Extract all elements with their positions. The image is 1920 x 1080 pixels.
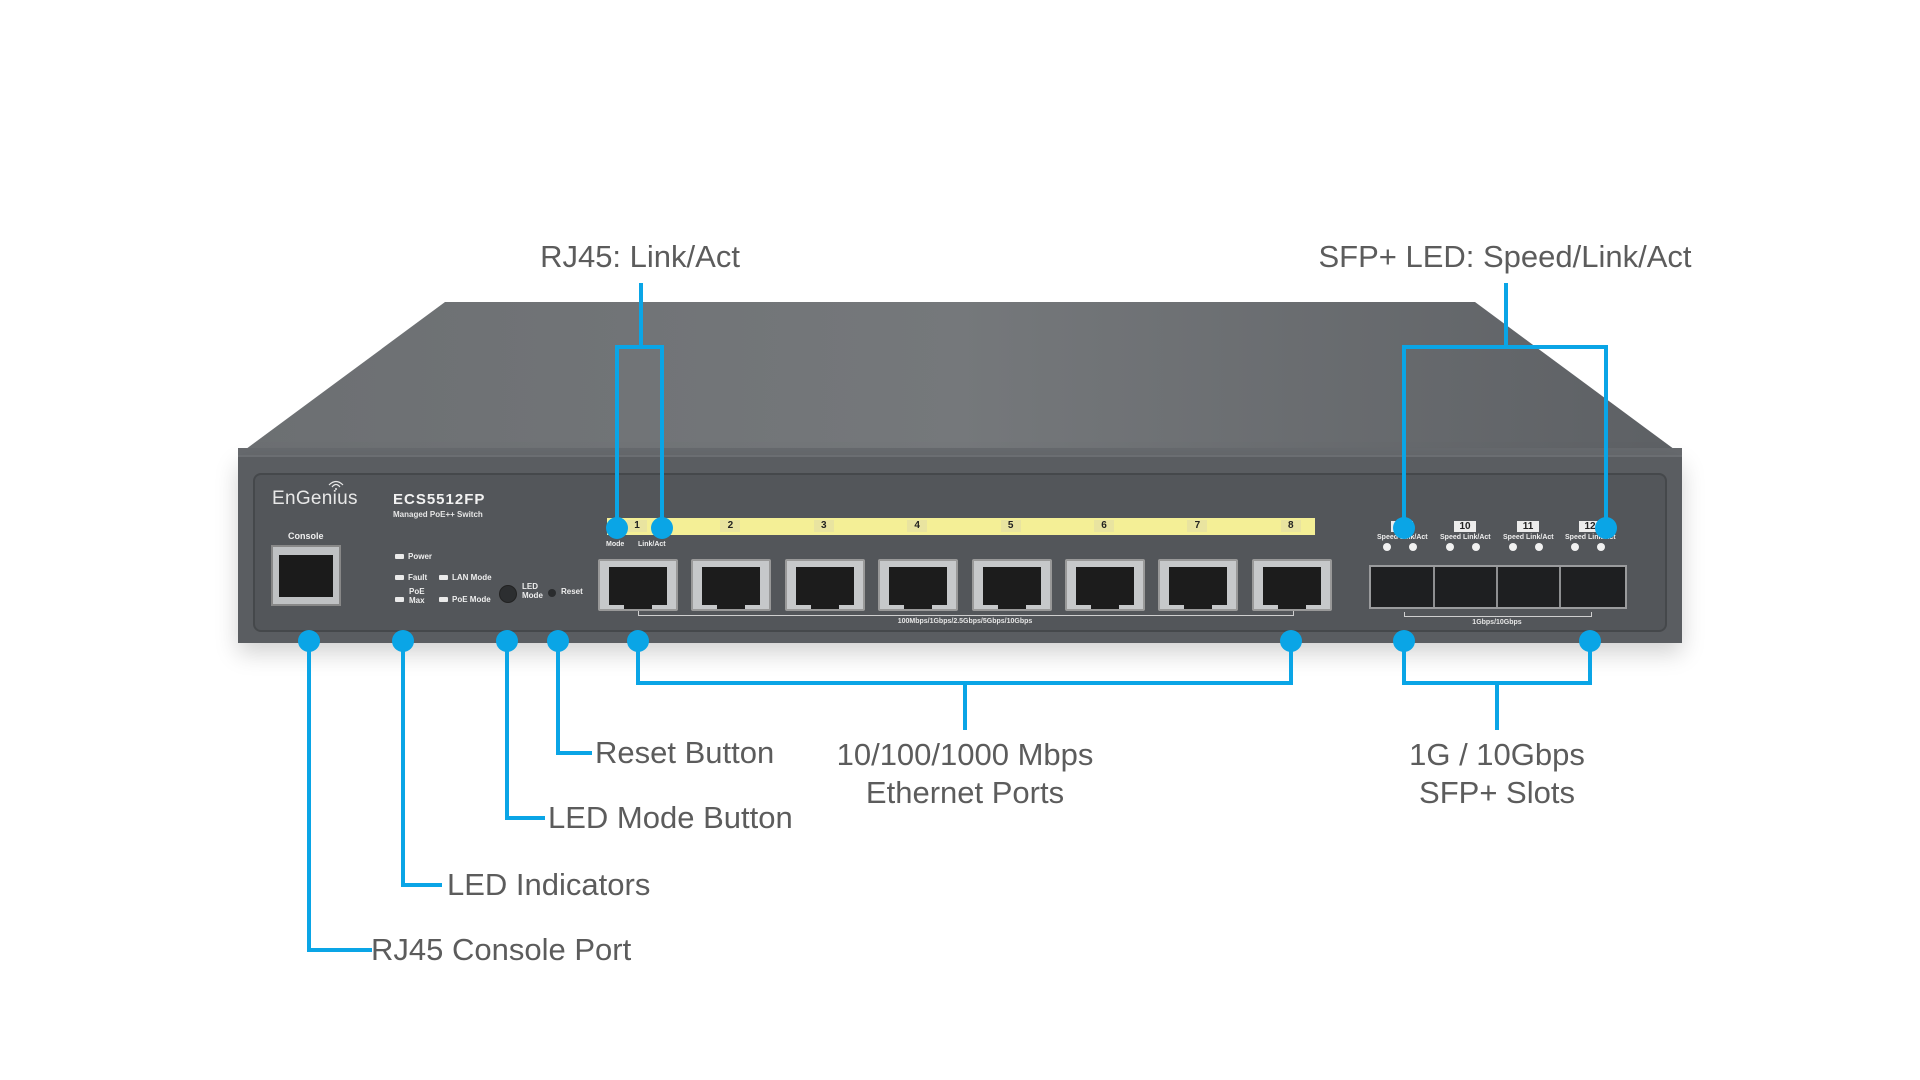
fault-led-label: Fault (408, 573, 428, 582)
sfp-port-number: 11 (1517, 521, 1539, 532)
ethernet-port-1[interactable] (598, 559, 678, 611)
callout-ethernet-line2: Ethernet Ports (865, 775, 1065, 810)
sfp-speed-led-label: Speed (1565, 534, 1587, 541)
sfp-link-act-led-label: Link/Act (1526, 534, 1554, 541)
rj45-link-act-led-label: Link/Act (638, 541, 666, 548)
lan-mode-led-label: LAN Mode (452, 573, 492, 582)
ethernet-port-number: 4 (907, 520, 928, 532)
poe-max-label-1: PoE (409, 587, 425, 596)
ethernet-port-2[interactable] (691, 559, 772, 611)
sfp-slot[interactable] (1498, 567, 1561, 607)
ethernet-port-7[interactable] (1158, 559, 1239, 611)
sfp-slot[interactable] (1435, 567, 1498, 607)
poe-port-strip (607, 518, 1315, 535)
ethernet-port-8[interactable] (1251, 559, 1332, 611)
ethernet-speed-label: 100Mbps/1Gbps/2.5Gbps/5Gbps/10Gbps (893, 618, 1037, 625)
led-mode-button[interactable] (499, 585, 517, 603)
ethernet-port-3[interactable] (784, 559, 865, 611)
ethernet-port-number: 5 (1000, 520, 1021, 532)
rj45-mode-led-label: Mode (606, 541, 625, 548)
brand-logo: EnGenius (272, 488, 358, 509)
ethernet-port-4[interactable] (878, 559, 959, 611)
sfp-link-act-led-label: Link/Act (1400, 534, 1428, 541)
callout-reset-button: Reset Button (595, 735, 775, 770)
poe-mode-led-label: PoE Mode (452, 595, 491, 604)
callout-console-port: RJ45 Console Port (371, 932, 632, 967)
poe-max-label-2: Max (409, 596, 425, 605)
ethernet-port-number: 8 (1280, 520, 1301, 532)
wifi-icon (328, 480, 344, 490)
sfp-speed-led-label: Speed (1440, 534, 1462, 541)
sfp-speed-led-label: Speed (1377, 534, 1399, 541)
callout-ethernet-line1: 10/100/1000 Mbps (836, 737, 1094, 772)
callout-sfp-led: SFP+ LED: Speed/Link/Act (1318, 239, 1692, 274)
sfp-speed-label: 1Gbps/10Gbps (1468, 619, 1526, 626)
callout-led-mode-button: LED Mode Button (548, 800, 793, 835)
sfp-speed-bracket (1404, 612, 1592, 617)
sfp-cage (1369, 565, 1627, 609)
power-led-label: Power (408, 552, 433, 561)
reset-button[interactable] (548, 589, 556, 597)
ethernet-port-number: 7 (1187, 520, 1208, 532)
callout-led-indicators: LED Indicators (447, 867, 651, 902)
console-label: Console (288, 531, 324, 541)
sfp-slot[interactable] (1371, 567, 1435, 607)
sfp-speed-led (1383, 543, 1391, 551)
power-led (395, 554, 404, 559)
sfp-link-act-led (1409, 543, 1417, 551)
sfp-link-act-led (1597, 543, 1605, 551)
console-port[interactable] (271, 545, 341, 606)
sfp-port-number: 10 (1454, 521, 1476, 532)
led-mode-label-2: Mode (522, 591, 543, 600)
ethernet-speed-bracket (638, 611, 1294, 616)
poe-mode-led (439, 597, 448, 602)
sfp-port-number: 12 (1579, 521, 1601, 532)
callout-rj45-link-act: RJ45: Link/Act (540, 239, 740, 274)
model-name: ECS5512FP (393, 491, 486, 508)
sfp-speed-led (1571, 543, 1579, 551)
sfp-link-act-led (1472, 543, 1480, 551)
ethernet-port-number: 6 (1094, 520, 1114, 532)
sfp-link-act-led (1535, 543, 1543, 551)
fault-led (395, 575, 404, 580)
poe-max-led (395, 597, 404, 602)
ethernet-port-number: 1 (627, 520, 647, 532)
sfp-speed-led (1509, 543, 1517, 551)
ethernet-port-5[interactable] (971, 559, 1052, 611)
model-subtitle: Managed PoE++ Switch (393, 510, 483, 519)
ethernet-port-number: 3 (813, 520, 834, 532)
sfp-speed-led (1446, 543, 1454, 551)
led-mode-label-1: LED (522, 582, 538, 591)
ethernet-port-number: 2 (720, 520, 741, 532)
sfp-link-act-led-label: Link/Act (1463, 534, 1491, 541)
callout-sfp-line2: SFP+ Slots (1419, 775, 1575, 810)
callout-sfp-line1: 1G / 10Gbps (1409, 737, 1585, 772)
lan-mode-led (439, 575, 448, 580)
ethernet-port-6[interactable] (1065, 559, 1145, 611)
sfp-speed-led-label: Speed (1503, 534, 1525, 541)
reset-label: Reset (561, 587, 583, 596)
